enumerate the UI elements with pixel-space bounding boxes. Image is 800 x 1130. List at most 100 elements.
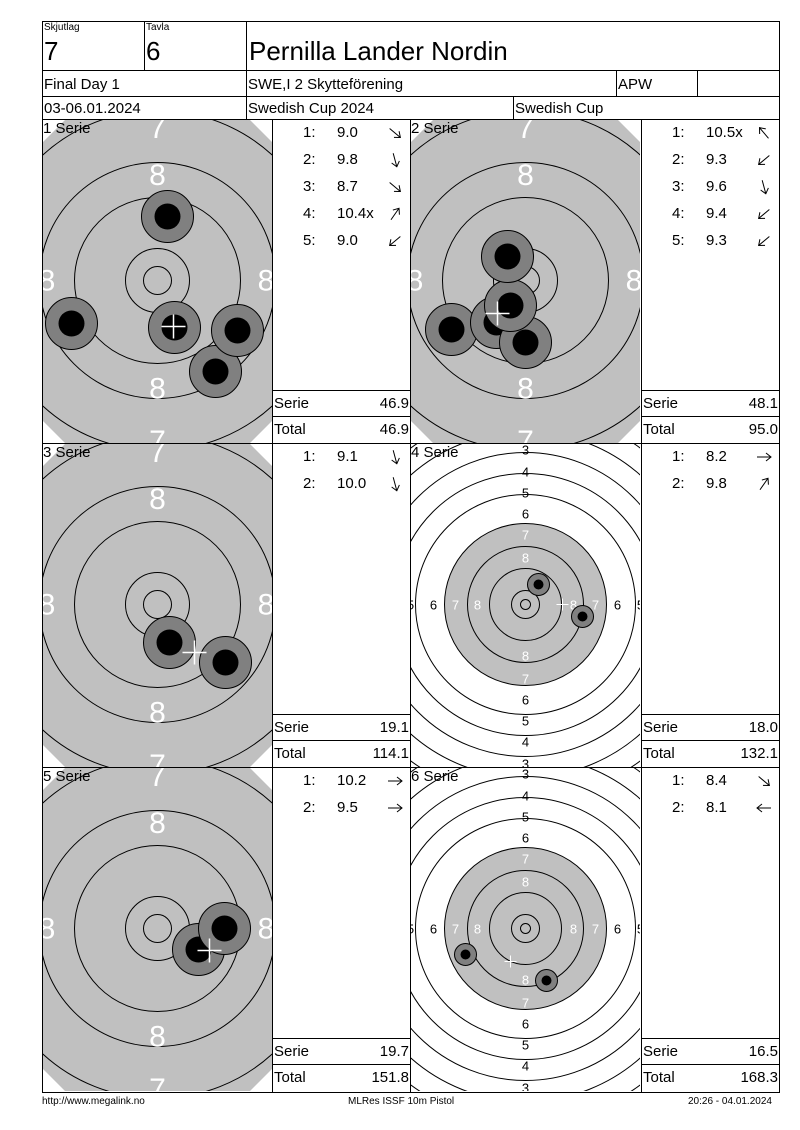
ring-label: 8 [149,159,166,192]
summary-divider [641,390,779,391]
shot-direction-arrow-icon [758,209,770,220]
shot-direction-arrow-icon [758,127,769,139]
shot-direction-arrow-icon [388,803,403,813]
serie-value: 19.7 [379,1043,409,1060]
shot-mark [577,611,588,622]
shot-number: 1: [303,448,316,465]
shot-number: 1: [303,124,316,141]
footer-program: MLRes ISSF 10m Pistol [348,1096,455,1107]
ring-label: 8 [258,913,272,946]
shot-number: 1: [672,448,685,465]
ring-label: 5 [522,1038,529,1053]
shot-number: 2: [672,151,685,168]
ring-label: 8 [570,922,577,937]
ring-label: 7 [149,768,166,793]
shot-mark [212,649,239,676]
target-ring [411,452,640,757]
club-name: SWE,I 2 Skytteförening [248,76,404,93]
target-ring [143,590,172,619]
shot-mark [497,292,524,319]
ring-label: 7 [452,598,459,613]
ring-label: 6 [522,693,529,708]
summary-divider [641,1038,779,1039]
series-title: 6 Serie [411,768,459,785]
shot-score: 9.0 [337,124,358,141]
ring-label: 8 [258,265,272,298]
ring-label: 7 [592,598,599,613]
total-value: 95.0 [748,421,778,438]
ring-label: 6 [522,507,529,522]
target-ring [520,599,531,610]
date-range: 03-06.01.2024 [44,100,141,117]
ring-label: 5 [637,598,640,613]
serie-label: Serie [274,719,310,736]
serie-label: Serie [643,395,679,412]
shot-number: 1: [672,124,685,141]
summary-divider [272,416,410,417]
event-name: Final Day 1 [44,76,120,93]
ring-label: 8 [474,922,481,937]
ring-label: 5 [411,922,414,937]
serie-label: Serie [643,719,679,736]
ring-label: 6 [614,922,621,937]
target-ring [511,914,540,943]
ring-label: 6 [522,1017,529,1032]
shot-score: 9.6 [706,178,727,195]
shot-mark [154,203,181,230]
ring-label: 8 [43,913,55,946]
summary-divider [272,390,410,391]
target-ring [467,870,584,987]
total-value: 168.3 [740,1069,778,1086]
target-ring [411,776,640,1081]
shot-mark [533,579,544,590]
ring-label: 4 [522,789,529,804]
ring-label: 8 [258,589,272,622]
target-ring [411,473,640,736]
shot-direction-arrow-icon [390,207,400,221]
summary-divider [272,740,410,741]
ring-label: 4 [522,735,529,750]
target-ring [143,914,172,943]
target-ring [489,892,562,965]
target-ring [444,523,607,686]
shot-score: 10.0 [337,475,367,492]
target-ring [444,847,607,1010]
shot-direction-arrow-icon [758,155,770,166]
group-center-cross [182,640,207,665]
ring-label: 7 [522,672,529,687]
target-face [411,120,640,443]
ring-label: 8 [522,875,529,890]
shot-direction-arrow-icon [758,236,770,247]
ring-label: 8 [411,265,423,298]
target-black-zone [444,847,607,1010]
target-black-zone [444,523,607,686]
footer-url[interactable]: http://www.megalink.no [42,1096,145,1107]
target-ring [143,266,172,295]
target-ring [43,162,272,399]
shot-number: 4: [303,205,316,222]
shot-direction-arrow-icon [757,452,772,462]
ring-label: 8 [517,159,534,192]
shot-mark [156,629,183,656]
series-title: 5 Serie [43,768,91,785]
ring-label: 8 [522,973,529,988]
serie-label: Serie [274,395,310,412]
ring-label: 8 [522,551,529,566]
serie-label: Serie [643,1043,679,1060]
ring-label: 5 [411,598,414,613]
shot-score: 10.4x [337,205,374,222]
shot-mark [224,317,251,344]
group-center-cross [161,314,186,339]
target-ring [411,797,640,1060]
ring-label: 7 [522,528,529,543]
serie-value: 19.1 [379,719,409,736]
relay-value: 7 [44,36,59,66]
ring-label: 7 [452,922,459,937]
shot-direction-arrow-icon [758,776,770,787]
relay-label: Skjutlag [44,22,80,33]
ring-label: 7 [592,922,599,937]
total-value: 46.9 [379,421,409,438]
